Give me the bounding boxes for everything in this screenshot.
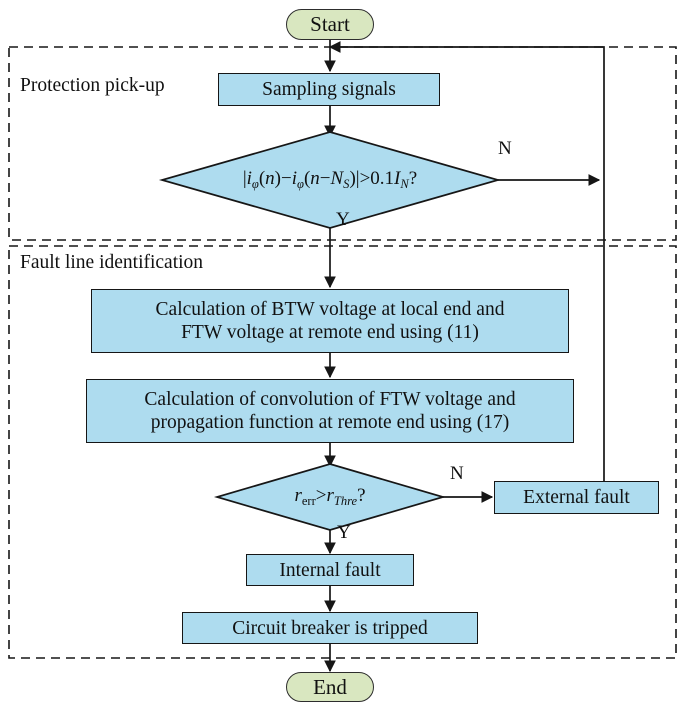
node-sampling-signals[interactable]: Sampling signals xyxy=(218,73,440,106)
section-label-protection-pickup: Protection pick-up xyxy=(20,75,165,96)
node-internal-fault[interactable]: Internal fault xyxy=(246,554,414,586)
decision-current-expression: |iφ(n)−iφ(n−NS)|>0.1IN? xyxy=(242,168,418,191)
node-start[interactable]: Start xyxy=(286,9,374,40)
branch-label-current-no: N xyxy=(498,138,512,159)
branch-label-r-yes: Y xyxy=(337,522,351,543)
decision-r-label: rerr>rThre? xyxy=(240,483,420,511)
node-circuit-breaker-tripped[interactable]: Circuit breaker is tripped xyxy=(182,612,478,644)
decision-r-expression: rerr>rThre? xyxy=(294,485,366,508)
calculation-btw-line1: Calculation of BTW voltage at local end … xyxy=(155,299,505,320)
calculation-btw-line2: FTW voltage at remote end using (11) xyxy=(181,322,479,343)
node-calculation-convolution[interactable]: Calculation of convolution of FTW voltag… xyxy=(86,379,574,443)
decision-current-label: |iφ(n)−iφ(n−NS)|>0.1IN? xyxy=(162,162,498,198)
node-external-fault[interactable]: External fault xyxy=(494,481,659,514)
calculation-convolution-line1: Calculation of convolution of FTW voltag… xyxy=(144,389,516,410)
section-label-fault-identification: Fault line identification xyxy=(20,252,204,273)
calculation-convolution-line2: propagation function at remote end using… xyxy=(150,412,510,433)
node-calculation-btw[interactable]: Calculation of BTW voltage at local end … xyxy=(91,289,569,353)
branch-label-current-yes: Y xyxy=(336,209,350,230)
branch-label-r-no: N xyxy=(450,463,464,484)
node-end[interactable]: End xyxy=(286,672,374,702)
